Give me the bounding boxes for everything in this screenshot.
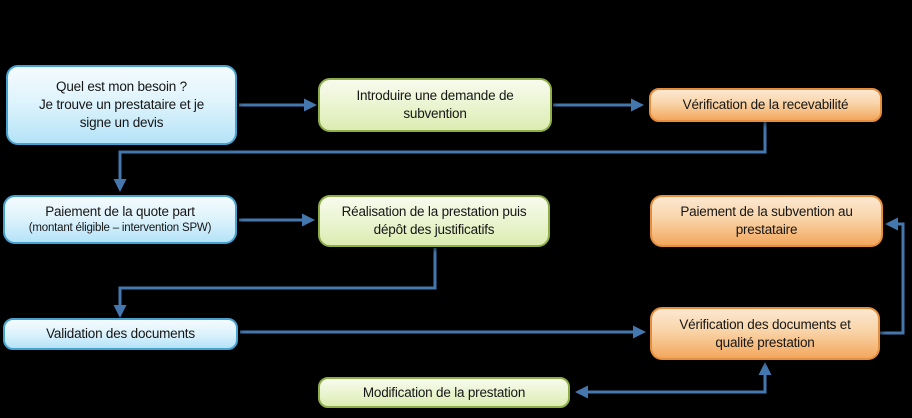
node-paiement-quote-part: Paiement de la quote part (montant éligi… [3,195,237,244]
node-text-line: Introduire une demande de [356,88,514,104]
arrowhead-right-recevabilite [631,98,644,112]
node-text-line: Validation des documents [46,326,195,342]
arrowhead-down-validation [113,305,127,318]
node-quel-est-mon-besoin: Quel est mon besoin ? Je trouve un prest… [6,65,237,145]
node-text-line: qualité prestation [715,334,815,350]
node-text-line: dépôt des justificatifs [373,222,495,237]
node-text-line: Réalisation de la prestation puis [341,204,527,220]
connector-verification-docs-to-subvention [880,222,905,335]
node-text-line: Vérification des documents et [679,316,851,332]
node-verification-recevabilite: Vérification de la recevabilité [649,88,882,122]
arrowhead-left-subvention [885,217,898,231]
arrowhead-right-realisation [302,213,315,227]
node-text-line: Vérification de la recevabilité [682,97,849,113]
arrowhead-down-quote-part [113,179,127,192]
node-validation-documents: Validation des documents [3,318,238,350]
connector-verification-docs-modification-loop [588,375,767,394]
node-text-line: Je trouve un prestataire et je [38,97,205,113]
node-text-line: Paiement de la quote part [45,204,195,220]
arrowhead-right-verification-docs [633,325,646,339]
node-text-line: Modification de la prestation [362,384,526,400]
node-verification-documents: Vérification des documents et qualité pr… [650,307,880,360]
node-text-line: signe un devis [79,114,164,130]
arrowhead-left-modification [575,385,588,399]
node-text-line: subvention [403,106,467,121]
arrowhead-right-demande [304,98,317,112]
node-introduire-demande: Introduire une demande de subvention [318,78,552,132]
connector-recevabilite-to-quote-part [118,122,767,179]
node-paiement-subvention: Paiement de la subvention au prestataire [650,195,883,247]
node-text-line: (montant éligible – intervention SPW) [28,222,212,235]
node-realisation-prestation: Réalisation de la prestation puis dépôt … [318,195,550,247]
connector-realisation-to-validation [118,248,437,305]
arrowhead-up-verification-docs [758,362,772,375]
node-text-line: Quel est mon besoin ? [56,79,187,95]
node-modification-prestation: Modification de la prestation [318,377,570,408]
node-text-line: Paiement de la subvention au [680,204,853,220]
node-text-line: prestataire [735,222,798,237]
